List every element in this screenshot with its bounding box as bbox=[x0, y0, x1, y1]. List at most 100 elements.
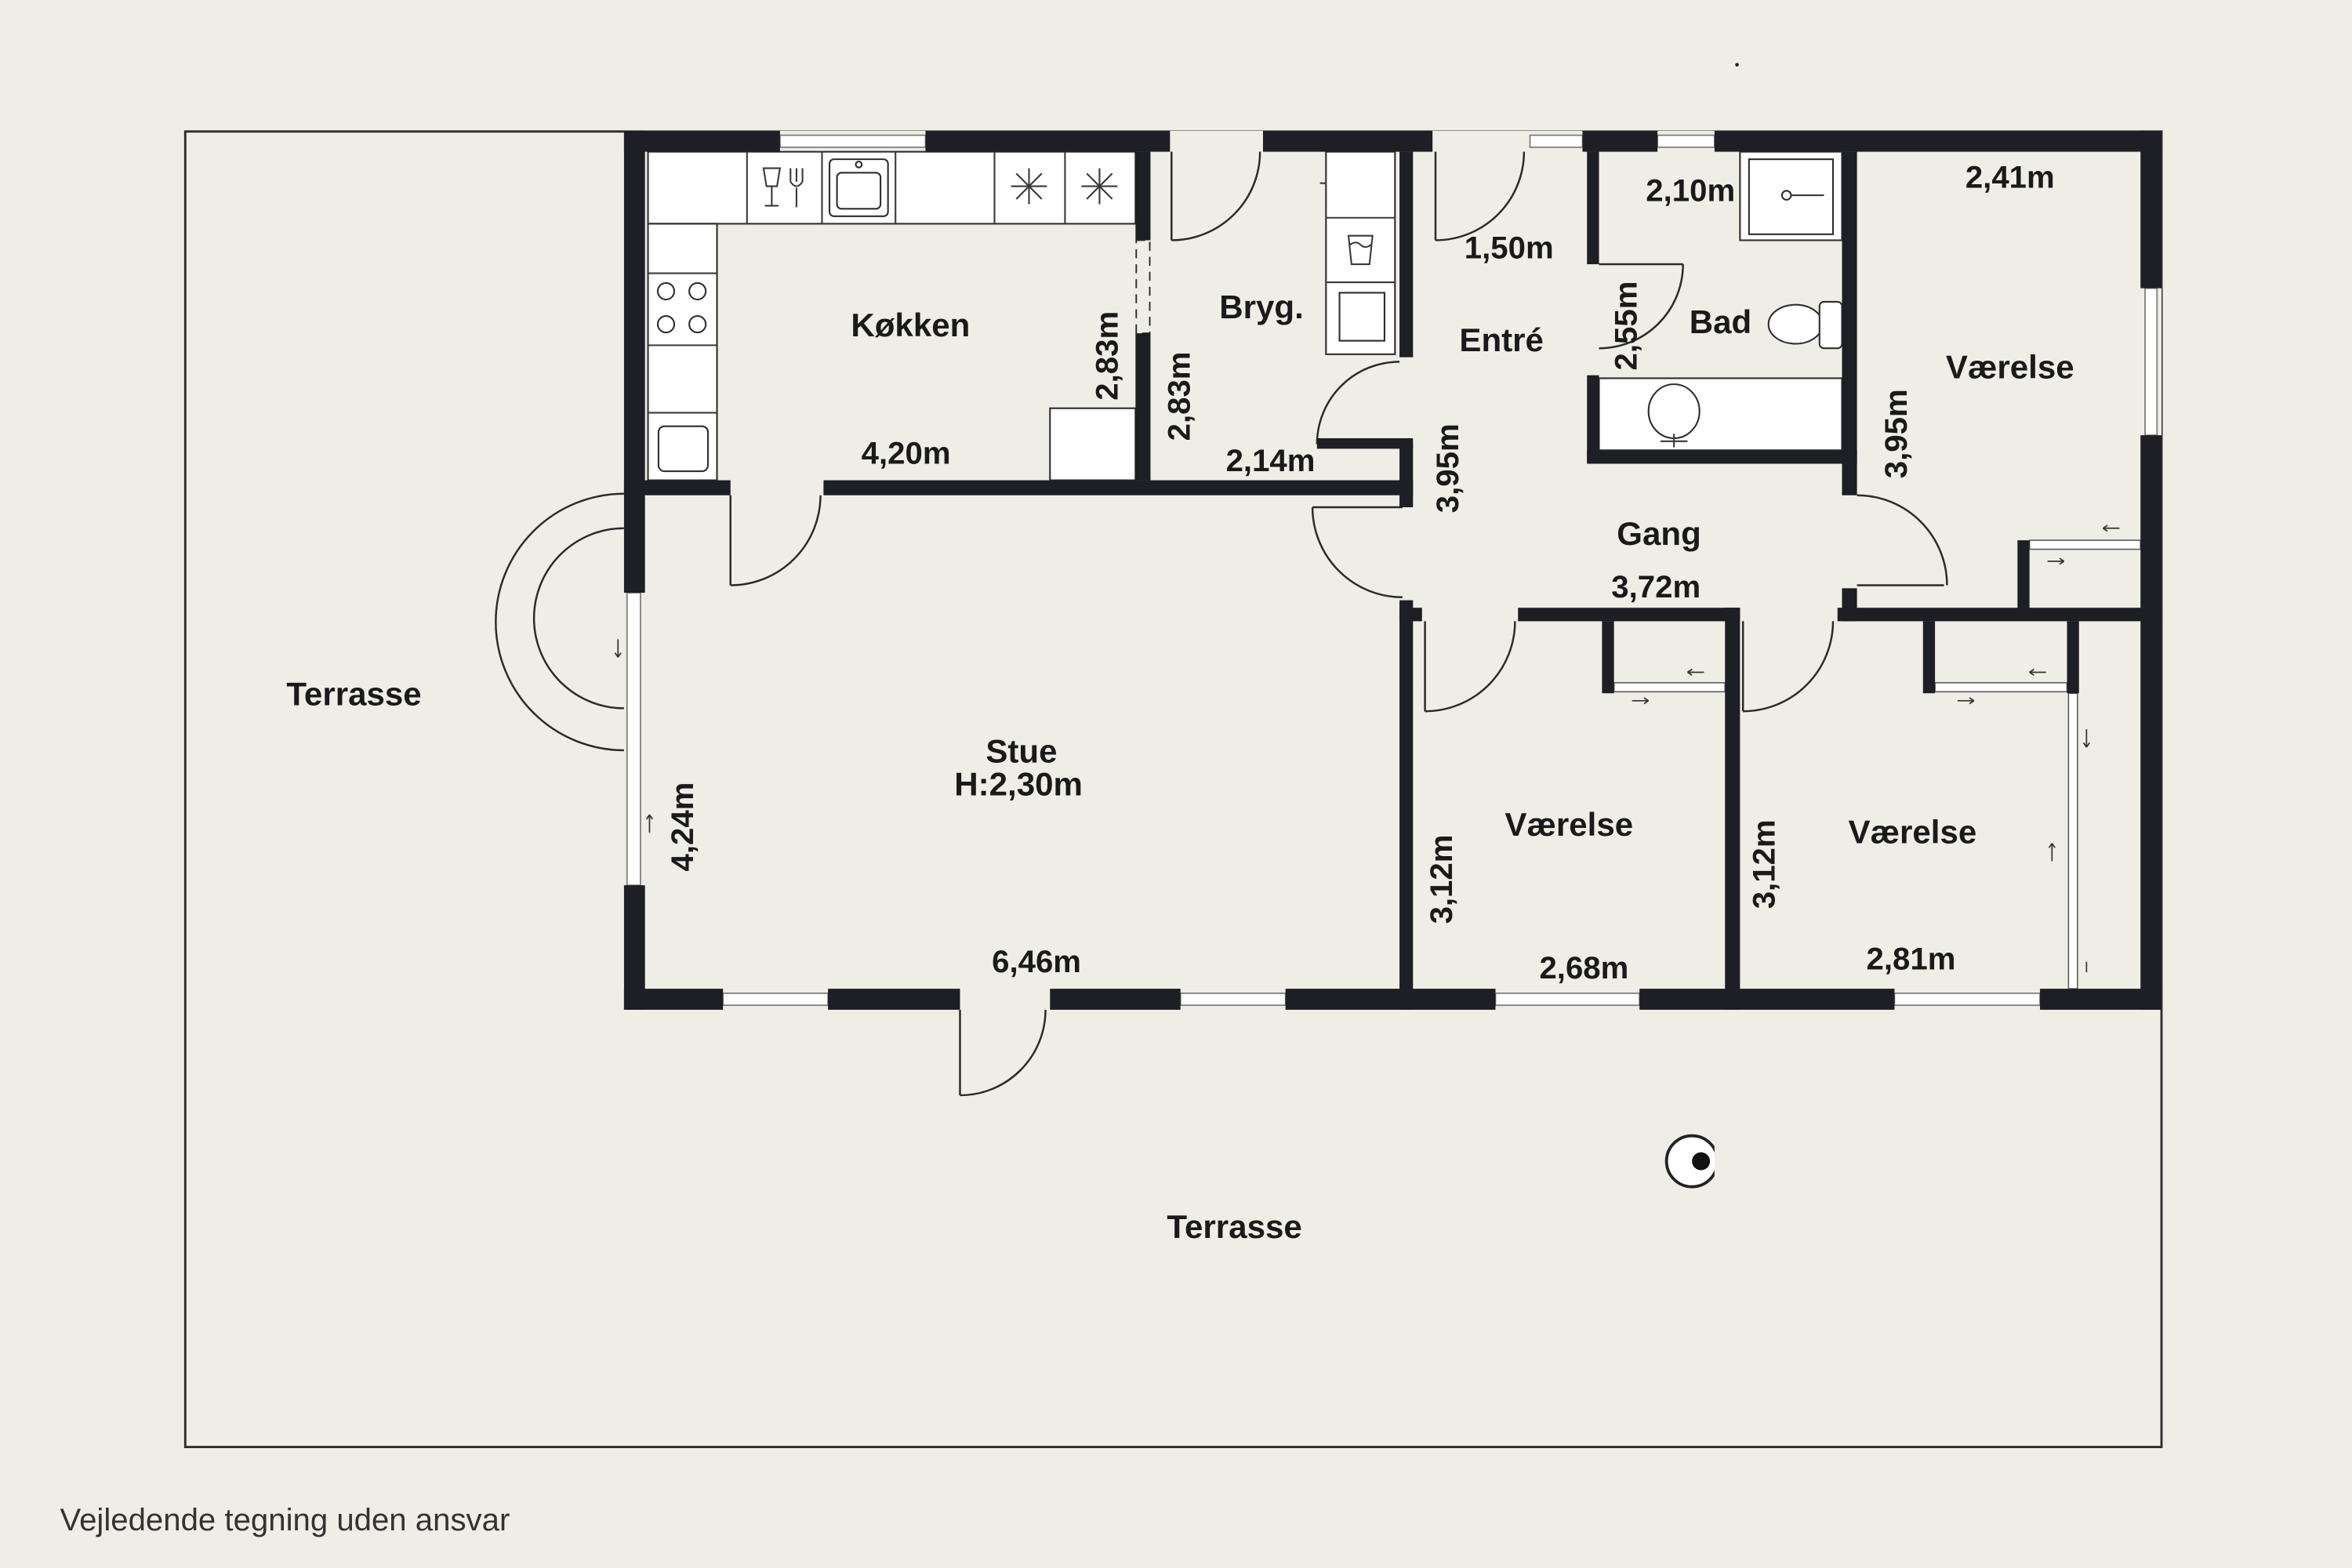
doors bbox=[729, 151, 1948, 1097]
window bbox=[779, 134, 927, 148]
room-label-utility: Bryg. bbox=[1219, 289, 1304, 325]
dim-utility-depth: 2,83m bbox=[1161, 351, 1196, 441]
wall bbox=[1518, 608, 1740, 622]
washbasin-icon bbox=[1598, 377, 1843, 452]
wall bbox=[925, 130, 1171, 152]
door-bedroom-3 bbox=[1741, 621, 1835, 713]
fridge bbox=[1049, 407, 1137, 481]
wall bbox=[1714, 130, 2162, 152]
kitchen-fixtures bbox=[647, 151, 1137, 481]
wall bbox=[2017, 540, 2030, 615]
utility-dividers bbox=[1319, 182, 1396, 284]
utility-fixtures bbox=[1319, 151, 1396, 355]
door-bedroom-1 bbox=[1857, 494, 1948, 586]
washer-icon bbox=[1347, 234, 1374, 266]
wall bbox=[1582, 130, 1658, 152]
wall bbox=[1135, 151, 1151, 241]
wall bbox=[1725, 608, 1740, 1010]
wall bbox=[1285, 989, 1496, 1010]
area-label-terrace-south: Terrasse bbox=[1167, 1208, 1301, 1245]
area-label-terrace-west: Terrasse bbox=[286, 676, 421, 713]
window bbox=[1494, 993, 1641, 1007]
wall bbox=[2140, 435, 2162, 1010]
dim-bedroom-3-width: 2,81m bbox=[1867, 941, 1956, 976]
arrow-right-icon bbox=[2047, 557, 2065, 565]
stove-icon bbox=[656, 281, 707, 334]
wall bbox=[2067, 621, 2079, 694]
window bbox=[1893, 993, 2041, 1007]
dim-hall-width: 3,72m bbox=[1611, 569, 1700, 604]
wall bbox=[1602, 621, 1614, 694]
room-label-bedroom-3: Værelse bbox=[1849, 814, 1977, 851]
room-label-living: Stue bbox=[985, 732, 1057, 769]
dim-kitchen-width: 4,20m bbox=[862, 436, 951, 471]
wall bbox=[1399, 444, 1414, 508]
dim-bedroom-3-depth: 3,12m bbox=[1747, 819, 1782, 909]
wall bbox=[1922, 621, 1936, 694]
wall bbox=[623, 480, 731, 495]
kitchen-counter-top bbox=[647, 151, 1137, 225]
wall bbox=[1639, 989, 1895, 1010]
wall bbox=[1050, 989, 1181, 1010]
dim-bedroom-1-width: 2,41m bbox=[1965, 159, 2055, 194]
wall bbox=[1262, 130, 1433, 152]
dim-bedroom-2-width: 2,68m bbox=[1539, 950, 1628, 985]
dryer-icon bbox=[1338, 292, 1385, 342]
room-label-kitchen: Køkken bbox=[851, 307, 970, 343]
door-utility-outside bbox=[1171, 151, 1261, 241]
wall bbox=[1837, 608, 2162, 622]
wall bbox=[1135, 333, 1151, 481]
freezer-icon bbox=[1081, 168, 1118, 205]
arrow-down-icon bbox=[614, 639, 622, 658]
walls bbox=[623, 130, 2162, 1010]
dim-bath-depth: 2,55m bbox=[1608, 281, 1643, 371]
door-kitchen bbox=[729, 495, 822, 586]
arrow-left-icon bbox=[2102, 524, 2120, 532]
dim-entrance-width: 1,50m bbox=[1465, 230, 1554, 265]
wall bbox=[2140, 130, 2162, 289]
wall bbox=[1587, 450, 1857, 464]
window bbox=[1529, 134, 1584, 148]
wall bbox=[828, 989, 960, 1010]
arrow-left-icon bbox=[2029, 668, 2046, 677]
room-label-living-height: H:2,30m bbox=[954, 765, 1083, 802]
room-label-bedroom-1: Værelse bbox=[1946, 348, 2074, 385]
outdoor-fixture-icon bbox=[1664, 1132, 1724, 1190]
dim-living-width: 6,46m bbox=[992, 944, 1081, 979]
arrow-up-icon bbox=[645, 814, 653, 833]
wall bbox=[823, 480, 1414, 495]
door-living-hall bbox=[1311, 506, 1403, 599]
room-label-bedroom-2: Værelse bbox=[1504, 806, 1633, 843]
wall bbox=[1399, 151, 1414, 358]
dim-bath-width: 2,10m bbox=[1646, 173, 1735, 209]
door-entrance bbox=[1434, 151, 1526, 241]
wall bbox=[623, 130, 645, 593]
room-label-bath: Bad bbox=[1690, 303, 1752, 340]
dot-mark bbox=[1735, 63, 1739, 67]
wall bbox=[623, 989, 724, 1010]
dim-bedroom-1-depth: 3,95m bbox=[1878, 389, 1914, 478]
counter-side-dividers bbox=[648, 272, 717, 414]
door-bedroom-2 bbox=[1424, 621, 1516, 713]
terrace-curve bbox=[495, 492, 624, 752]
arrow-up-icon bbox=[2048, 843, 2056, 862]
wall bbox=[1587, 151, 1599, 265]
room-label-hall: Gang bbox=[1617, 515, 1701, 552]
shower-icon bbox=[1739, 151, 1843, 241]
sink-icon bbox=[828, 158, 889, 217]
closet-sliding-door bbox=[1934, 682, 2068, 693]
dim-living-depth: 4,24m bbox=[665, 782, 700, 872]
wall bbox=[1399, 600, 1414, 1010]
counter-dividers bbox=[746, 151, 1066, 224]
window bbox=[722, 993, 829, 1007]
dishwasher-icon bbox=[762, 167, 804, 208]
arrow-down-icon bbox=[2082, 729, 2090, 748]
wall bbox=[1842, 151, 1857, 495]
door-bath bbox=[1599, 263, 1684, 350]
oven-icon bbox=[657, 425, 710, 473]
door-utility bbox=[1316, 361, 1400, 445]
dim-kitchen-depth: 2,83m bbox=[1089, 311, 1124, 401]
dim-bedroom-2-depth: 3,12m bbox=[1424, 835, 1459, 924]
wall bbox=[1399, 608, 1422, 622]
